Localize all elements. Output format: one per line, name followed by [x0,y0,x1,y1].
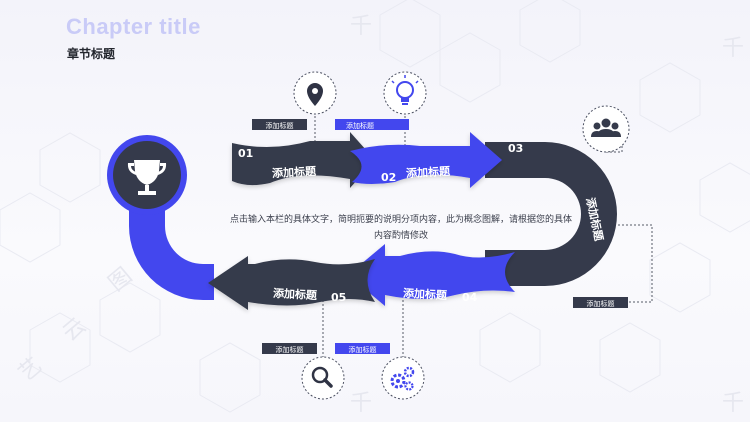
chapter-title-cn: 章节标题 [67,47,116,61]
tag-step-05 [262,343,317,354]
watermark-char: 千 [722,36,745,61]
tag-step-04 [335,343,390,354]
tag-step-01 [252,119,307,130]
step-number-01: 01 [238,147,253,160]
arrow-step-02 [350,132,502,188]
icon-circle-step-05 [301,356,345,400]
step-title-05: 添加标题 [273,286,319,302]
search-icon [311,366,333,388]
step-number-05: 05 [331,291,346,304]
step-number-04: 04 [462,291,478,304]
lightbulb-icon [391,75,419,105]
arrow-step-01 [232,132,375,188]
watermark-char: 千 [722,391,745,416]
tag-step-01-label: 添加标题 [266,121,294,130]
tag-step-03 [573,297,628,308]
tag-step-03-label: 添加标题 [587,299,615,308]
turn-band-right [485,142,617,286]
step-title-02: 添加标题 [406,164,452,180]
arrow-step-05 [208,256,375,310]
step-number-02: 02 [381,171,396,184]
tag-step-02-label: 添加标题 [346,121,374,130]
tag-step-04-label: 添加标题 [349,345,377,354]
arrow-step-04 [348,244,515,306]
tag-step-05-label: 添加标题 [276,345,304,354]
step-number-03: 03 [508,142,523,155]
tag-step-02 [335,119,409,130]
step-title-04: 添加标题 [403,286,449,302]
center-description: 点击输入本栏的具体文字，简明扼要的说明分项内容，此为概念图解，请根据您的具体内容… [229,215,572,241]
step-title-01: 添加标题 [272,164,318,180]
gears-icon [390,366,415,391]
users-icon [591,118,621,137]
chapter-title-en: Chapter title [66,14,201,39]
watermark-char: 千 [350,14,373,39]
location-pin-icon [307,83,323,106]
icon-circle-step-02 [383,71,427,115]
trophy-icon [127,160,167,195]
watermark-char: 千 [350,391,373,416]
